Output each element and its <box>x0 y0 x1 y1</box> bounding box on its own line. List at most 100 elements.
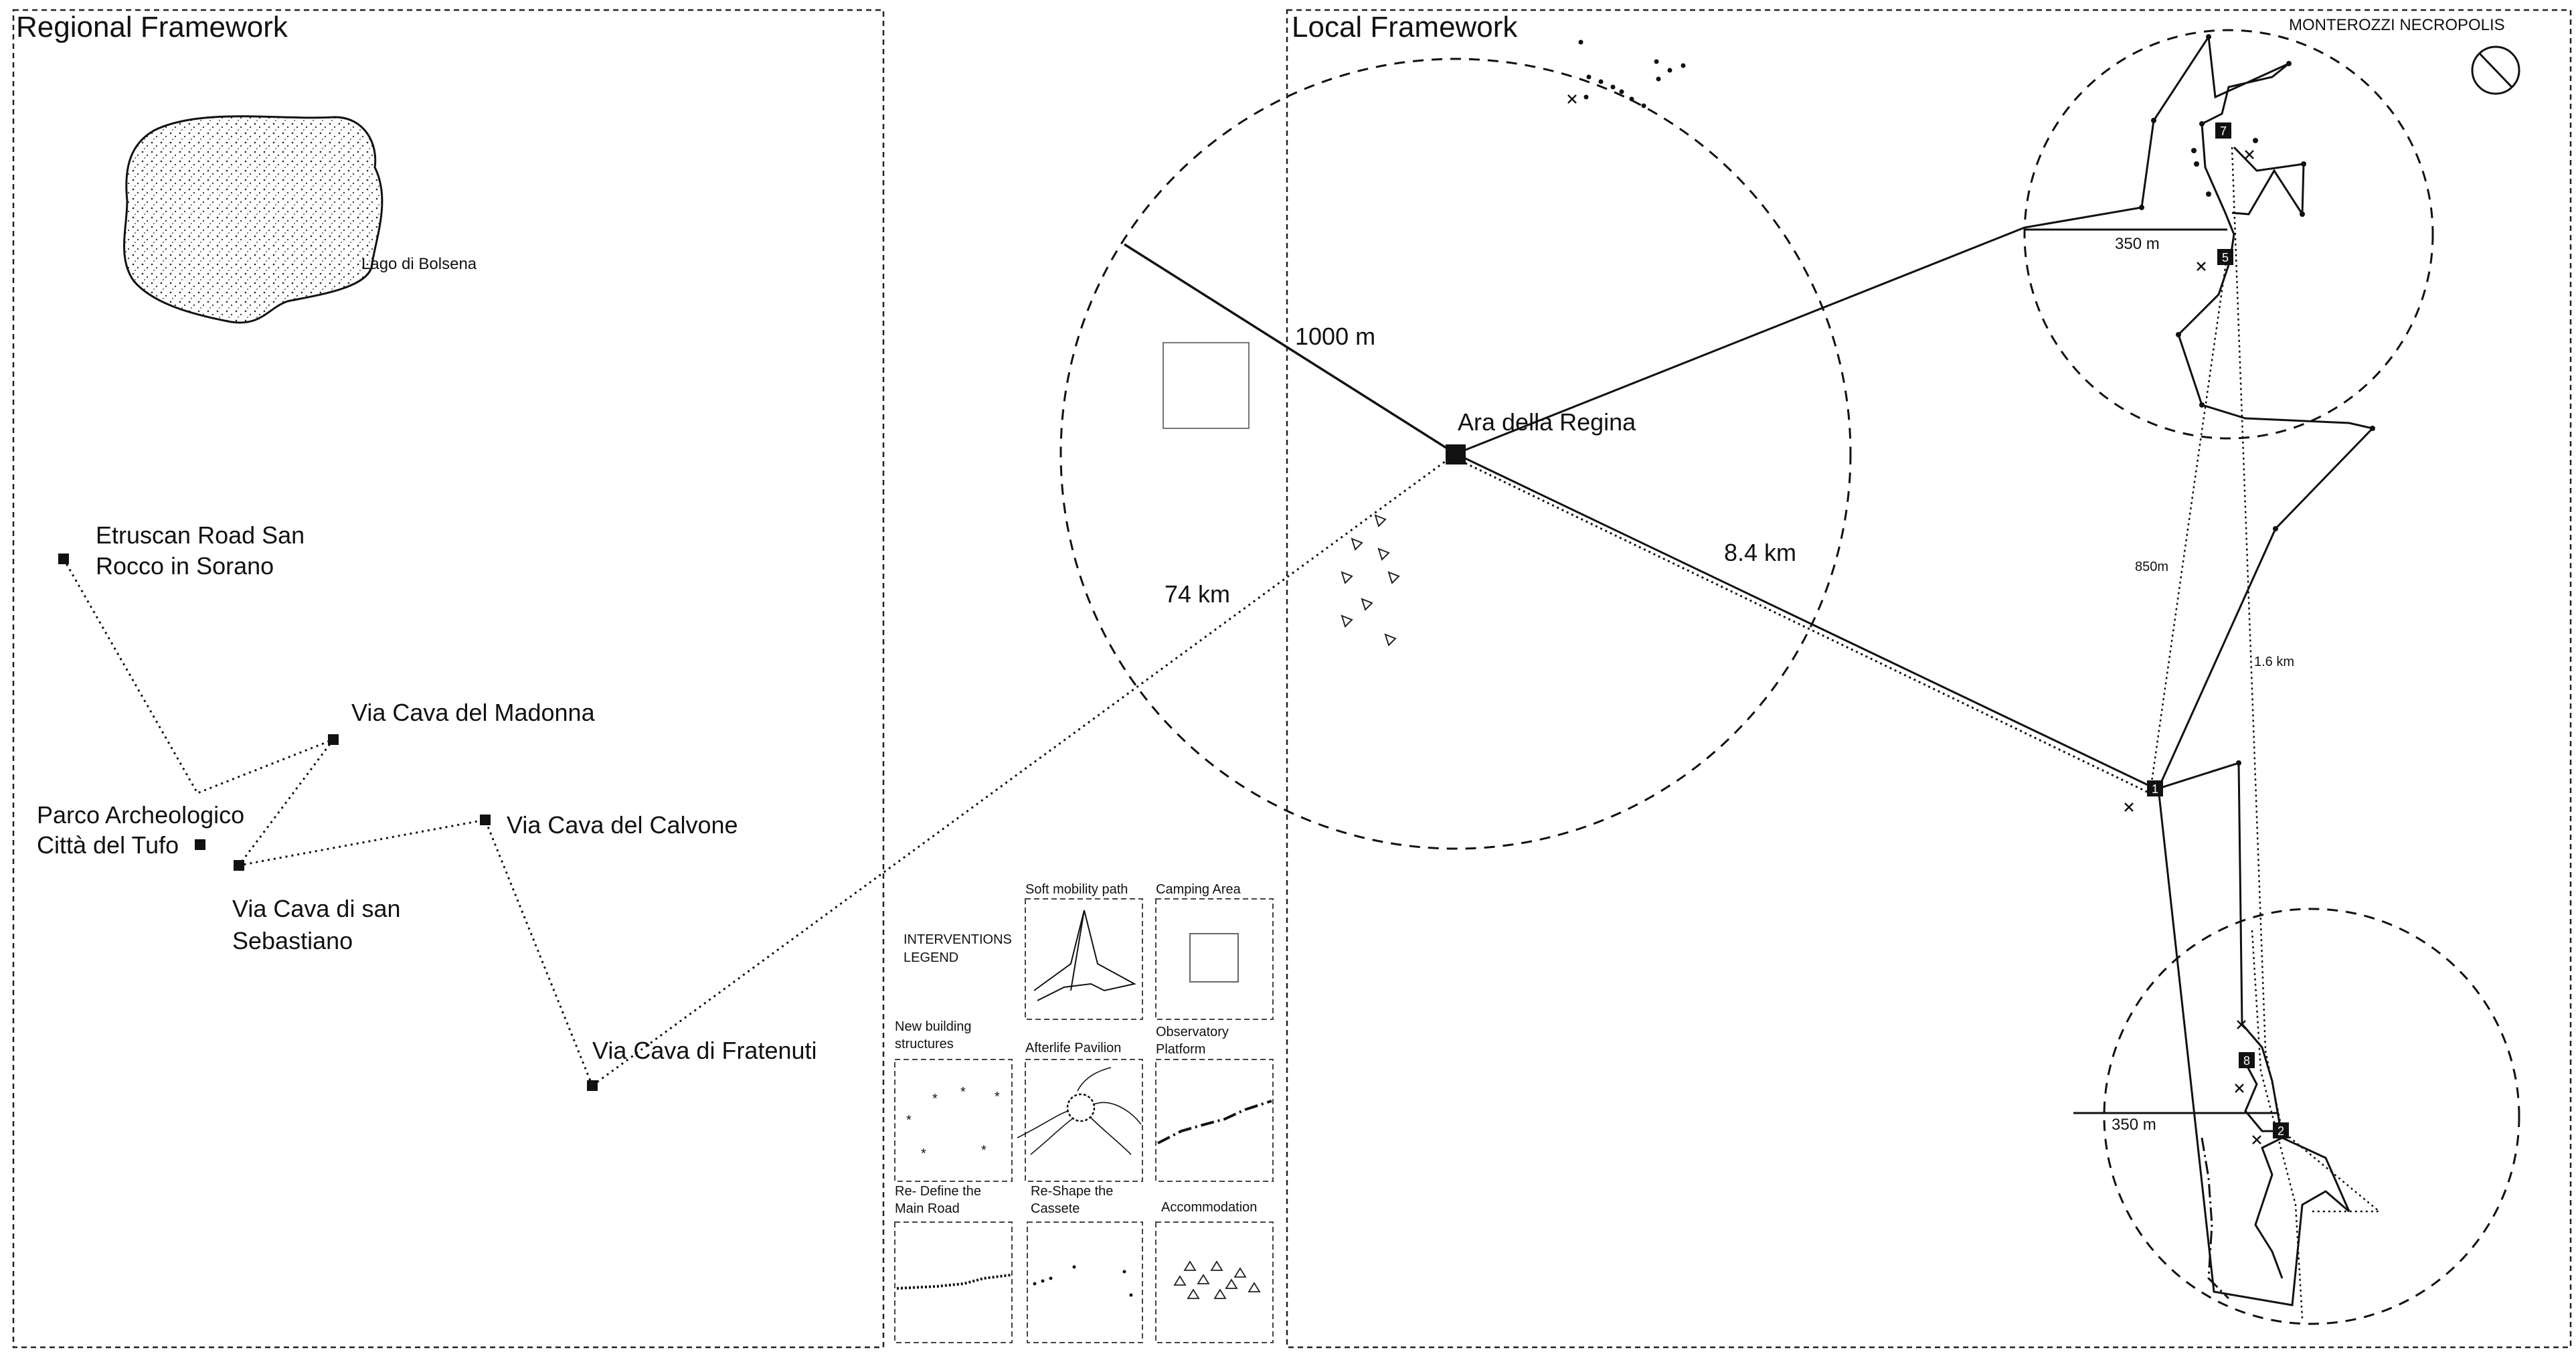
label-via-cava-fratenuti: Via Cava di Fratenuti <box>592 1037 817 1064</box>
accommodation-triangles-icon <box>1173 1260 1261 1299</box>
new-building-stars-icon: * * * * * * <box>906 1085 1000 1161</box>
svg-text:5: 5 <box>2222 251 2229 264</box>
legend-reshape-label-2: Cassete <box>1031 1201 1080 1216</box>
label-etruscan-road-1: Etruscan Road San <box>96 521 305 549</box>
distance-8-4km: 8.4 km <box>1724 539 1796 566</box>
soft-mobility-path-icon <box>1033 910 1136 1001</box>
legend-reshape-label-1: Re-Shape the <box>1031 1184 1113 1199</box>
site-title: MONTEROZZI NECROPOLIS <box>2289 16 2505 34</box>
legend-title-2: LEGEND <box>904 950 958 965</box>
distance-74km: 74 km <box>1165 580 1230 608</box>
legend-soft-box <box>1025 898 1143 1020</box>
label-parco-1: Parco Archeologico <box>37 801 244 829</box>
svg-text:2: 2 <box>2278 1124 2284 1138</box>
camping-area-square <box>1163 342 1250 429</box>
legend-newbuild-box <box>894 1059 1013 1182</box>
distance-350m-south: 350 m <box>2112 1116 2156 1134</box>
distance-1-6km: 1.6 km <box>2254 655 2294 669</box>
marker-1: 1 <box>2147 780 2163 796</box>
legend-redefine-label-1: Re- Define the <box>895 1184 981 1199</box>
cross-marks-top <box>1567 94 1577 104</box>
line-ara-to-point1 <box>1455 452 2156 790</box>
point-parco-archeologico <box>195 839 205 850</box>
radius-1000m-line <box>1124 243 1456 455</box>
accommodation-triangles <box>1341 514 1400 647</box>
distance-350m-north: 350 m <box>2115 235 2160 253</box>
local-title: Local Framework <box>1292 11 1518 44</box>
south-350m-circle <box>2103 908 2520 1325</box>
local-frame <box>1286 9 2572 1349</box>
svg-text:7: 7 <box>2220 124 2227 138</box>
marker-2: 2 <box>2273 1122 2289 1138</box>
reshape-cassete-dots-icon <box>1033 1265 1133 1297</box>
monterozzi-path-network <box>2024 33 2375 1306</box>
legend-afterlife-label: Afterlife Pavilion <box>1025 1041 1121 1055</box>
point-via-cava-fratenuti <box>587 1080 598 1091</box>
svg-text:*: * <box>995 1090 1000 1104</box>
north-350m-circle <box>2023 29 2434 440</box>
regional-frame <box>12 9 885 1349</box>
legend-observ-box <box>1155 1059 1274 1182</box>
label-parco-2: Città del Tufo <box>37 831 179 859</box>
legend-accommodation-box <box>1155 1221 1274 1343</box>
point-via-cava-calvone <box>480 815 491 825</box>
regional-route-lines <box>62 452 1456 1087</box>
label-sebastiano-2: Sebastiano <box>232 927 353 954</box>
label-etruscan-road-2: Rocco in Sorano <box>96 552 274 580</box>
dotted-ara-to-point1 <box>1455 457 2150 794</box>
regional-title: Regional Framework <box>16 11 288 44</box>
route-dotted-lines <box>2150 147 2382 1319</box>
svg-text:8: 8 <box>2243 1054 2250 1068</box>
line-ara-to-north <box>1455 226 2025 455</box>
legend-reshape-box <box>1027 1221 1143 1343</box>
lake-shape <box>123 115 383 324</box>
legend-newbuild-label-1: New building <box>895 1019 972 1034</box>
svg-text:*: * <box>921 1146 926 1161</box>
regional-points <box>58 554 598 1091</box>
camping-square-icon <box>1189 933 1239 983</box>
marker-5: 5 <box>2217 249 2233 265</box>
legend-title-1: INTERVENTIONS <box>904 932 1012 947</box>
main-road-icon <box>896 1274 1011 1290</box>
legend-redefine-box <box>894 1221 1013 1343</box>
radius-1000m-circle <box>1059 58 1852 850</box>
svg-text:*: * <box>906 1113 912 1128</box>
route-node-dots <box>2139 34 2375 766</box>
legend-afterlife-box <box>1025 1059 1143 1182</box>
svg-text:1: 1 <box>2152 782 2158 796</box>
legend-redefine-label-2: Main Road <box>895 1201 960 1216</box>
compass-icon <box>2471 46 2520 95</box>
point-via-cava-san-sebastiano <box>234 860 244 871</box>
legend-accommodation-label: Accommodation <box>1161 1200 1257 1215</box>
numbered-markers: 7 5 1 8 2 <box>2147 122 2289 1138</box>
observatory-platform-icon <box>1157 1100 1272 1144</box>
svg-text:*: * <box>960 1085 966 1100</box>
regional-panel: Regional Framework Lago di Bolsena Etrus… <box>12 9 1456 1349</box>
ara-della-regina-label: Ara della Regina <box>1458 408 1636 436</box>
legend-newbuild-label-2: structures <box>895 1037 954 1051</box>
legend-camping-label: Camping Area <box>1156 882 1241 897</box>
label-sebastiano-1: Via Cava di san <box>232 895 401 922</box>
observatory-platform-path <box>2201 1137 2230 1300</box>
cross-marks <box>2124 150 2261 1144</box>
distance-850m: 850m <box>2135 560 2168 574</box>
legend-observ-label-2: Platform <box>1156 1042 1205 1057</box>
lake-label: Lago di Bolsena <box>361 255 477 273</box>
marker-8: 8 <box>2239 1052 2255 1068</box>
legend-observ-label-1: Observatory <box>1156 1025 1229 1039</box>
label-via-cava-madonna: Via Cava del Madonna <box>351 699 596 726</box>
interventions-legend: INTERVENTIONS LEGEND Soft mobility path … <box>894 882 1274 1343</box>
svg-text:*: * <box>932 1092 938 1106</box>
label-via-cava-calvone: Via Cava del Calvone <box>507 811 738 839</box>
legend-camping-box <box>1155 898 1274 1020</box>
legend-soft-label: Soft mobility path <box>1025 882 1128 897</box>
distance-1000m: 1000 m <box>1295 323 1375 350</box>
svg-text:*: * <box>981 1143 986 1158</box>
local-panel: Local Framework MONTEROZZI NECROPOLIS Ar… <box>1059 9 2572 1349</box>
point-via-cava-madonna <box>328 734 339 745</box>
marker-7: 7 <box>2215 122 2231 139</box>
point-etruscan-road <box>58 554 69 564</box>
afterlife-pavilion-icon <box>1017 1067 1142 1155</box>
new-building-dots <box>1578 39 1686 108</box>
